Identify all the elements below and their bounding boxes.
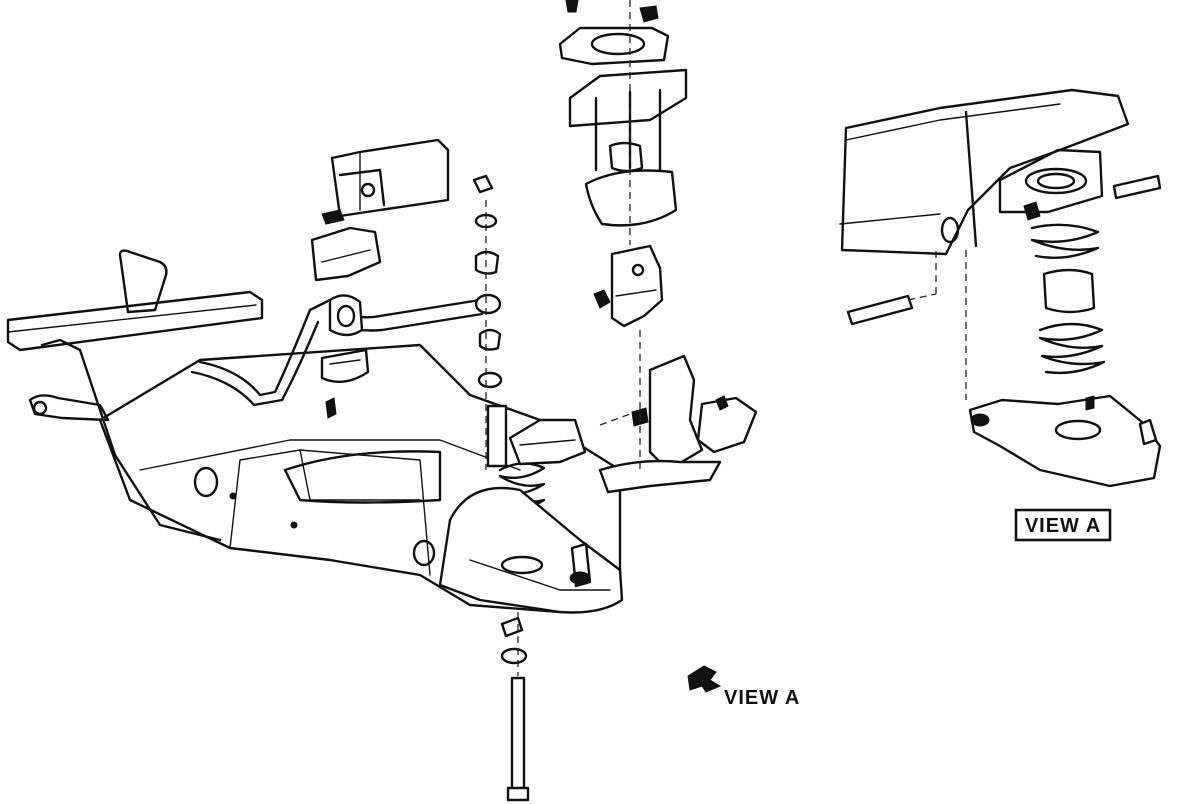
stabilizer-bracket [320, 348, 370, 419]
lower-control-arm [438, 486, 624, 614]
view-a-arrow-icon [687, 665, 722, 693]
view-a-detail [839, 88, 1162, 488]
upper-control-arm-left [508, 418, 587, 466]
shock-mount-assembly [558, 0, 688, 245]
view-a-callout-label: VIEW A [724, 687, 800, 709]
stabilizer-bar-left [28, 298, 332, 542]
view-a-title-box: VIEW A [1014, 508, 1112, 542]
stabilizer-bushing [328, 294, 364, 337]
frame-rail [6, 249, 264, 352]
view-a-title-label: VIEW A [1025, 515, 1101, 537]
steering-knuckle [593, 244, 758, 494]
lower-bolt-stack [500, 612, 530, 802]
stabilizer-link-parts [472, 174, 508, 470]
frame-bracket [310, 138, 450, 282]
